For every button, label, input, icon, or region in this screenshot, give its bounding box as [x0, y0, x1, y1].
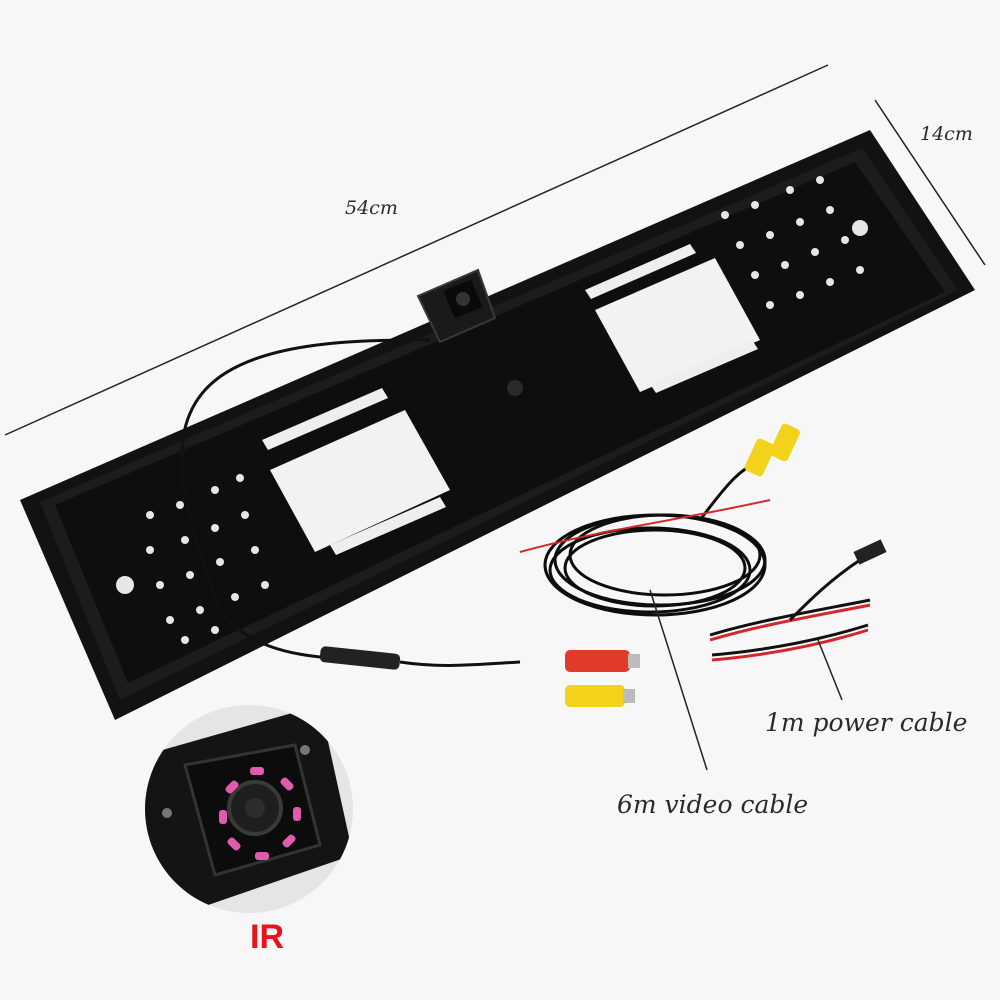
length-label: 54cm [345, 197, 398, 219]
power-cable-label: 1m power cable [765, 708, 968, 737]
power-cable [709, 539, 887, 662]
length-dimension-line [4, 64, 829, 436]
ir-label: IR [250, 918, 284, 956]
ir-led-ring [219, 767, 301, 860]
ir-camera-closeup [145, 705, 353, 913]
width-dimension-line [874, 99, 986, 266]
video-cable-rca-connectors [744, 423, 800, 477]
license-plate-frame [20, 130, 975, 720]
camera-wire [180, 338, 431, 660]
video-cable-label: 6m video cable [617, 790, 809, 819]
video-cable-leader [649, 589, 708, 771]
width-label: 14cm [920, 123, 973, 145]
power-cable-leader [817, 639, 843, 701]
camera-rca-connectors [399, 650, 640, 707]
